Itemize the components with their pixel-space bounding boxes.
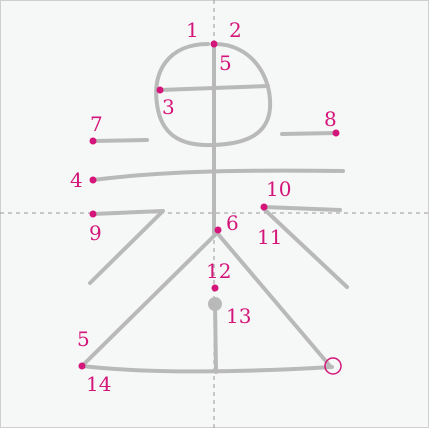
stroke-lower-vertical [213, 301, 218, 374]
stroke-number-label: 2 [229, 18, 242, 42]
stroke-right-horizontal [262, 205, 342, 212]
stroke-number-label: 6 [226, 211, 239, 235]
stroke-left-tick [91, 138, 149, 143]
start-dot [89, 176, 97, 184]
start-dot [214, 226, 222, 234]
start-dot [156, 86, 164, 94]
stroke-number-label: 8 [324, 107, 337, 131]
stroke-number-label: 1 [186, 18, 199, 42]
start-dot [211, 284, 219, 292]
start-dot [210, 40, 218, 48]
stroke-left-sweep [80, 230, 220, 368]
start-dot [78, 362, 86, 370]
start-dot [89, 210, 97, 218]
stroke-number-label: 3 [162, 95, 175, 119]
stroke-number-label: 7 [90, 112, 103, 136]
stroke-number-label: 5 [219, 51, 232, 75]
stroke-number-label: 12 [206, 259, 231, 283]
stroke-number-label: 5 [77, 327, 90, 351]
stroke-number-label: 10 [266, 177, 291, 201]
stroke-number-label: 4 [70, 168, 83, 192]
stroke-number-label: 13 [226, 304, 251, 328]
stroke-bottom-horizontal [80, 364, 334, 374]
start-dot [332, 129, 340, 137]
stroke-left-diagonal [88, 209, 165, 285]
stroke-right-sweep [216, 232, 332, 368]
stroke-number-label: 14 [86, 372, 111, 396]
circle-icon [324, 357, 342, 375]
stroke-right-diagonal [262, 207, 349, 289]
start-dot [89, 137, 97, 145]
start-dot [260, 203, 268, 211]
grey-dot [208, 297, 222, 311]
stroke-long-horizontal [91, 168, 345, 182]
stroke-right-tick [280, 131, 338, 136]
stroke-number-label: 9 [89, 221, 102, 245]
stroke-number-label: 11 [257, 225, 282, 249]
